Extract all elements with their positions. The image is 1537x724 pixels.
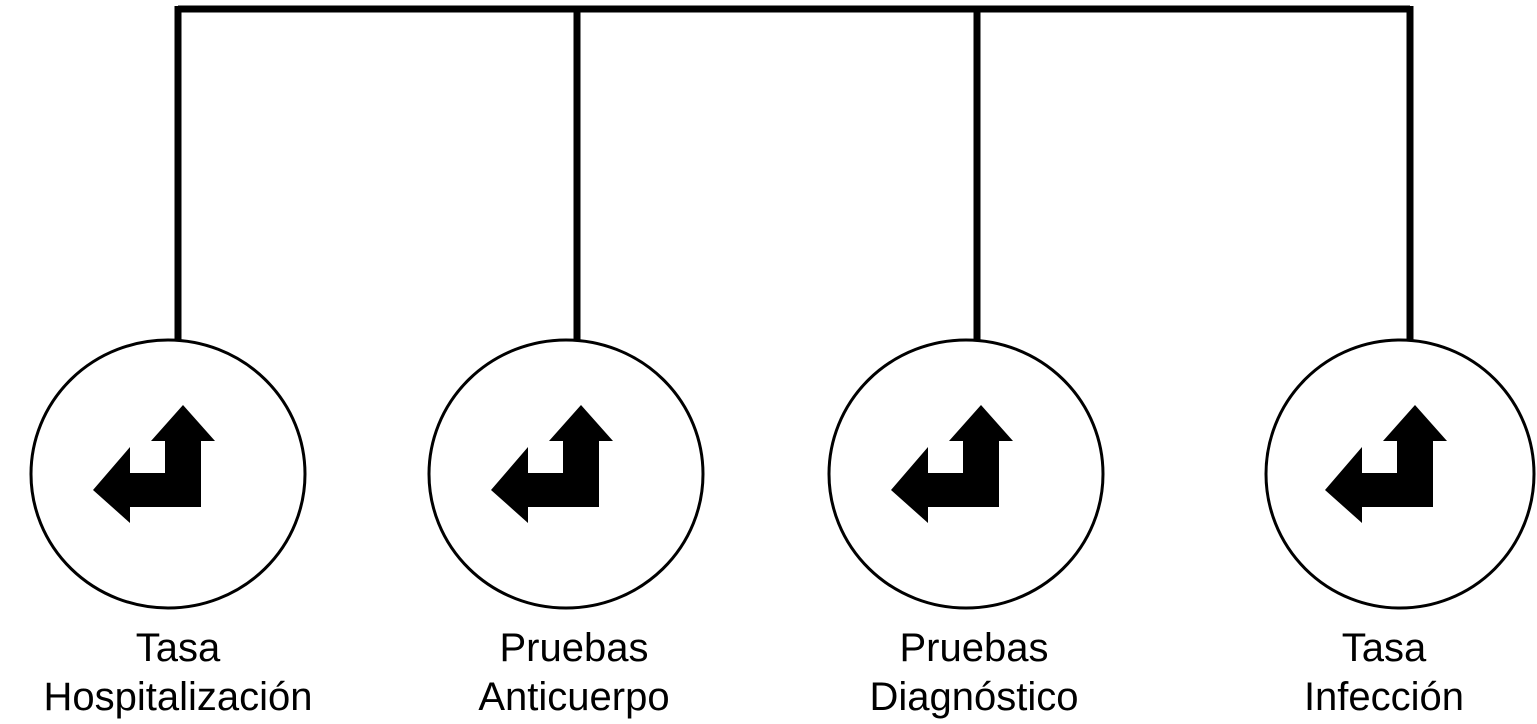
node-label-3-line2: Diagnóstico (869, 675, 1079, 719)
node-label-4-line2: Infección (1303, 675, 1465, 719)
node-label-4-line1: Tasa (1341, 626, 1427, 670)
node-label-4: Tasa Infección (1234, 624, 1534, 722)
node-label-3-line1: Pruebas (899, 626, 1049, 670)
node-label-2: Pruebas Anticuerpo (424, 624, 724, 722)
turn-up-arrow-icon (891, 405, 1013, 523)
turn-up-arrow-icon (1325, 405, 1447, 523)
node-label-1-line1: Tasa (135, 626, 221, 670)
turn-up-arrow-icon (491, 405, 613, 523)
turn-up-arrow-icon (93, 405, 215, 523)
node-label-2-line2: Anticuerpo (478, 675, 670, 719)
node-label-1-line2: Hospitalización (43, 675, 313, 719)
node-label-1: Tasa Hospitalización (28, 624, 328, 722)
node-label-2-line1: Pruebas (499, 626, 649, 670)
node-label-3: Pruebas Diagnóstico (824, 624, 1124, 722)
